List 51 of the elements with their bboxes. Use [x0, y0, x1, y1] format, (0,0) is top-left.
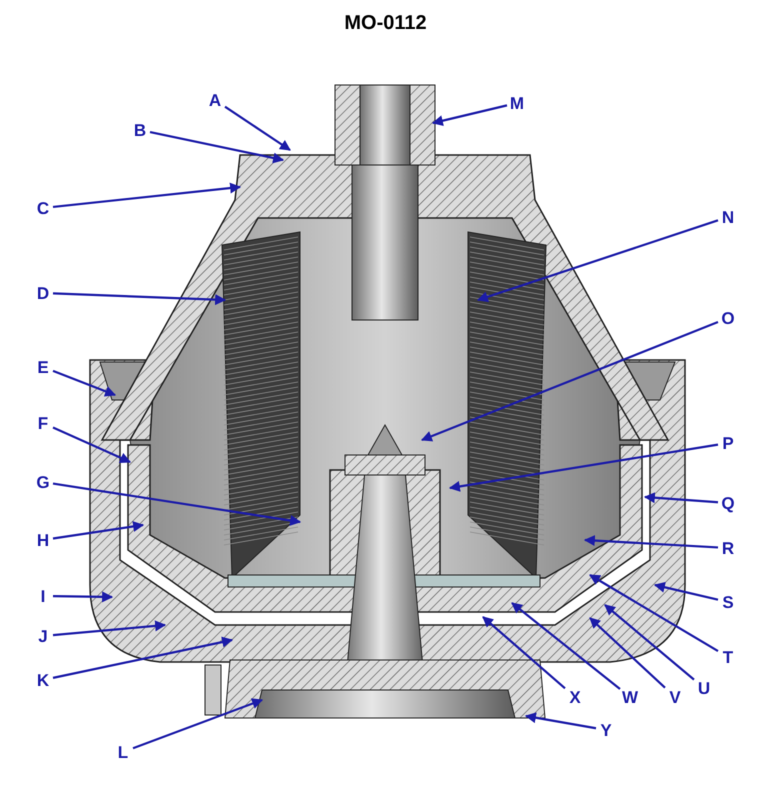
leader-line — [52, 482, 302, 526]
callout-letter: P — [718, 432, 738, 454]
leader-line — [52, 426, 131, 463]
leader-line — [132, 698, 264, 750]
leader-line — [448, 444, 718, 492]
leader-line — [52, 521, 144, 540]
callout-letter: U — [694, 677, 714, 699]
callout-letter: C — [33, 197, 53, 219]
callout-letter: X — [565, 686, 585, 708]
callout-letter: G — [33, 471, 53, 493]
callout-letter: Y — [596, 719, 616, 741]
leader-line — [644, 492, 718, 504]
callout-letter: T — [718, 646, 738, 668]
diagram-title: MO-0112 — [344, 11, 427, 36]
leader-line — [52, 292, 226, 306]
leader-line — [589, 574, 719, 652]
leader-line — [604, 604, 695, 680]
callout-letter: W — [620, 686, 640, 708]
callout-letter: J — [33, 625, 53, 647]
leader-line — [52, 591, 114, 602]
leader-line — [52, 182, 242, 208]
callout-letter: L — [113, 741, 133, 763]
leader-line — [150, 131, 284, 164]
leader-line — [511, 602, 621, 690]
callout-letter: S — [718, 591, 738, 613]
leader-line — [52, 370, 116, 397]
leader-line — [432, 104, 508, 126]
leader-line — [476, 219, 718, 302]
leader-line — [420, 320, 718, 442]
leader-line — [654, 582, 718, 601]
callout-letter: A — [205, 89, 225, 111]
leader-line — [524, 712, 596, 730]
callout-letter: V — [665, 686, 685, 708]
leader-line — [224, 106, 291, 151]
callout-letter: M — [507, 92, 527, 114]
leader-line — [589, 617, 666, 689]
callout-letter: E — [33, 356, 53, 378]
callout-letter: O — [718, 307, 738, 329]
callout-letter: H — [33, 529, 53, 551]
callout-letter: F — [33, 412, 53, 434]
leader-line — [52, 620, 166, 636]
callout-letter: D — [33, 282, 53, 304]
leader-line — [482, 616, 566, 690]
callout-letter: Q — [718, 492, 738, 514]
callout-letter: R — [718, 537, 738, 559]
callout-letter: N — [718, 206, 738, 228]
callout-letter: I — [33, 585, 53, 607]
callout-letter: B — [130, 119, 150, 141]
leader-line — [584, 535, 718, 549]
callout-letter: K — [33, 669, 53, 691]
leader-line — [52, 636, 234, 679]
